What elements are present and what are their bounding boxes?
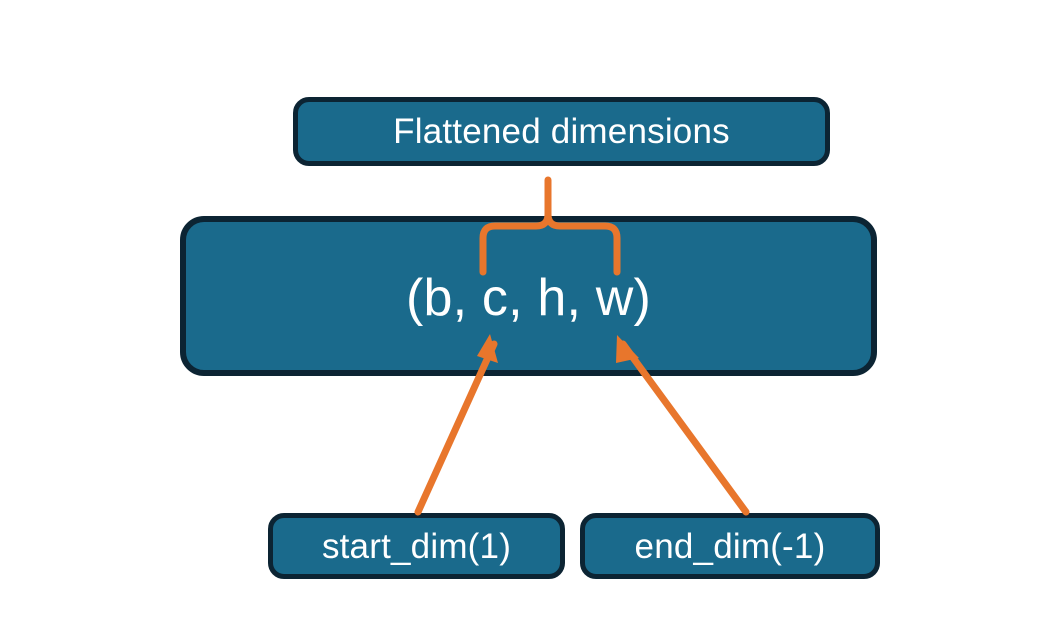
tensor-shape-box[interactable]: (b, c, h, w)	[180, 216, 877, 376]
start-dim-box[interactable]: start_dim(1)	[268, 513, 565, 579]
end-dim-box[interactable]: end_dim(-1)	[580, 513, 880, 579]
flattened-dimensions-box[interactable]: Flattened dimensions	[293, 97, 830, 166]
tensor-shape-label: (b, c, h, w)	[405, 269, 652, 327]
start-dim-label: start_dim(1)	[321, 526, 512, 566]
end-dim-label: end_dim(-1)	[634, 526, 826, 566]
flattened-dimensions-label: Flattened dimensions	[393, 112, 730, 151]
